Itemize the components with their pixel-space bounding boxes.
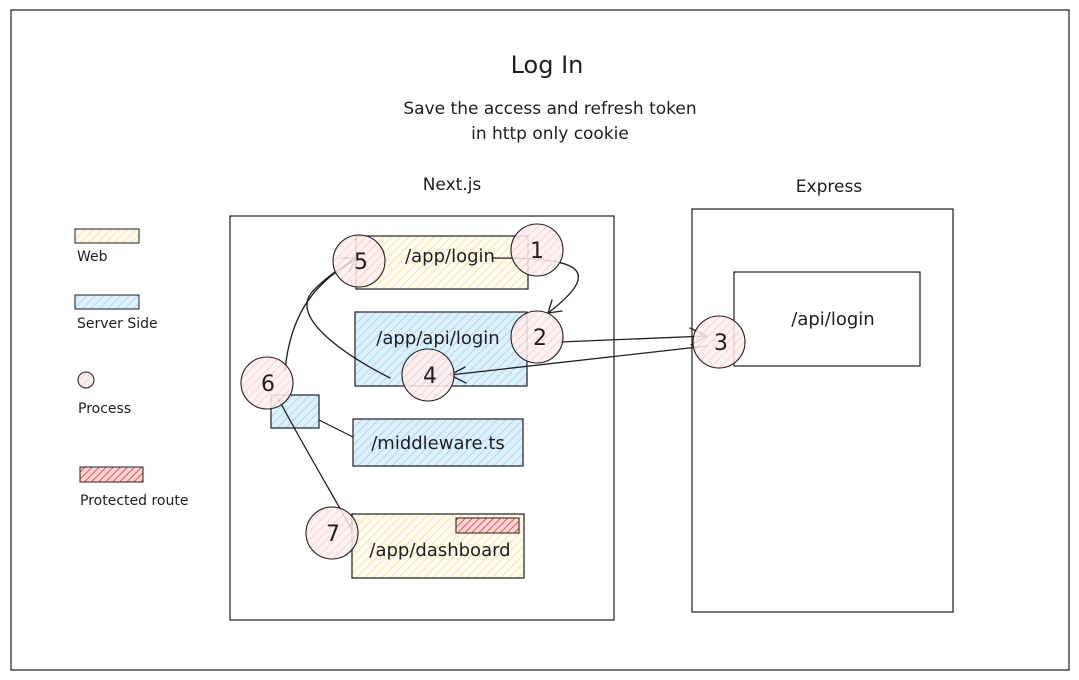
legend-web-swatch [74,228,140,244]
arrow-3-to-4 [449,345,708,376]
step-1-circle [510,223,564,277]
step-3-circle [692,315,746,369]
step-2-number: 2 [533,326,547,351]
dashboard-protected-badge [455,517,520,534]
app-dashboard-label: /app/dashboard [369,540,510,561]
legend-process-label: Process [78,401,131,417]
app-login-label: /app/login [405,246,495,267]
step-6-number: 6 [261,372,275,397]
step-7-number: 7 [326,522,340,547]
legend-process-swatch [77,371,95,389]
step-7-circle [305,506,359,560]
subtitle-line-1: Save the access and refresh token [403,99,696,119]
page-title: Log In [511,51,584,79]
step-5-number: 5 [354,250,368,275]
middleware-label: /middleware.ts [371,433,505,454]
step-3-number: 3 [714,331,728,356]
subtitle-line-2: in http only cookie [471,124,629,144]
step-2-circle [510,310,564,364]
middleware-connector-line [318,419,354,438]
outer-frame [10,9,1070,671]
step-1-number: 1 [530,239,544,264]
step-6-circle [240,356,294,410]
api-login-box [733,271,921,367]
arrow-2-to-3 [559,335,708,343]
legend-protected-label: Protected route [80,493,188,509]
step-4-number: 4 [423,364,437,389]
arrow-1-to-2-head [547,299,563,314]
express-label: Express [796,177,863,197]
middleware-box [352,418,524,467]
step-5-circle [332,234,386,288]
step-4-circle [401,348,455,402]
legend-web-label: Web [77,249,108,265]
legend-server-label: Server Side [77,316,158,332]
api-login-label: /api/login [791,309,874,330]
app-api-login-label: /app/api/login [376,328,499,349]
legend-server-swatch [74,294,140,310]
legend-protected-swatch [79,466,144,483]
nextjs-label: Next.js [423,175,482,195]
nextjs-container [229,215,615,621]
express-container [691,208,954,613]
